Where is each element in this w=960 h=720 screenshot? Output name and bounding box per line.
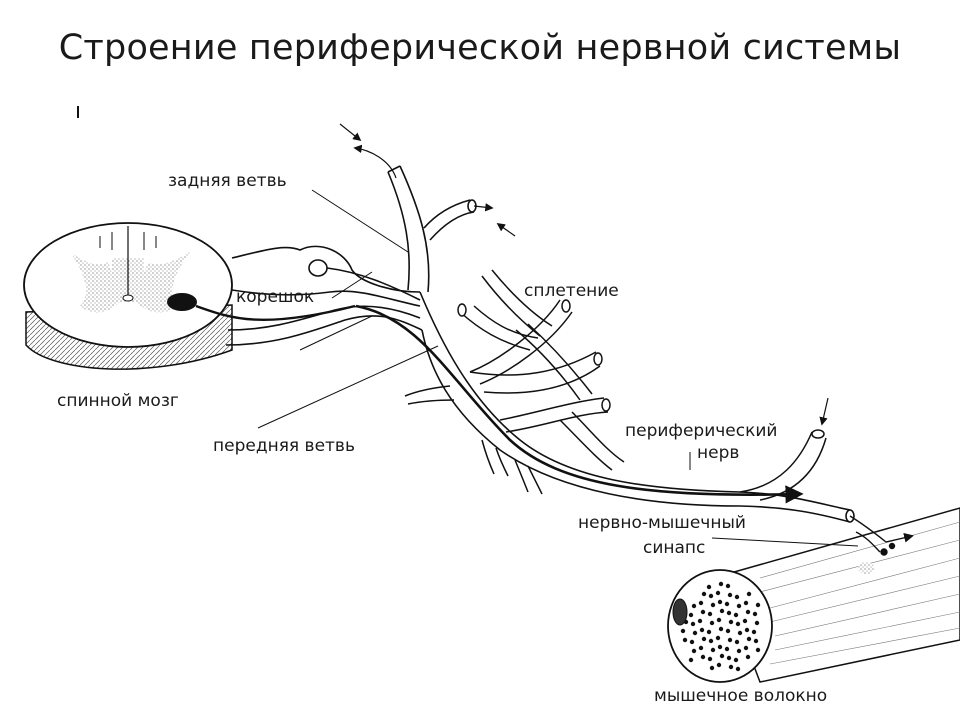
myofibrils <box>680 581 761 672</box>
posterior-branch <box>339 123 516 293</box>
peripheral-nerve-branch <box>739 397 829 501</box>
label-synapse-line2: синапс <box>643 538 705 558</box>
leader-lines <box>257 189 859 547</box>
label-anterior-branch: передняя ветвь <box>213 436 355 456</box>
label-root: корешок <box>236 287 314 307</box>
spinal-ganglion-spot <box>167 293 197 311</box>
label-peripheral-nerve-line2: нерв <box>697 443 739 463</box>
page-title: Строение периферической нервной системы <box>58 28 902 68</box>
neuromuscular-synapse <box>849 515 914 556</box>
anterior-branch-stubs <box>404 385 543 495</box>
spinal-cord-section <box>23 222 233 370</box>
peripheral-nerve-trunk <box>355 291 855 523</box>
muscle-fiber <box>667 507 960 683</box>
label-spinal-cord: спинной мозг <box>57 391 179 411</box>
label-synapse-line1: нервно-мышечный <box>578 513 746 533</box>
label-plexus: сплетение <box>524 281 619 301</box>
label-peripheral-nerve-line1: периферический <box>625 421 777 441</box>
label-muscle-fiber: мышечное волокно <box>654 686 827 706</box>
nerve-plexus <box>457 269 625 471</box>
label-posterior-branch: задняя ветвь <box>168 171 287 191</box>
nerve-root <box>195 245 423 346</box>
